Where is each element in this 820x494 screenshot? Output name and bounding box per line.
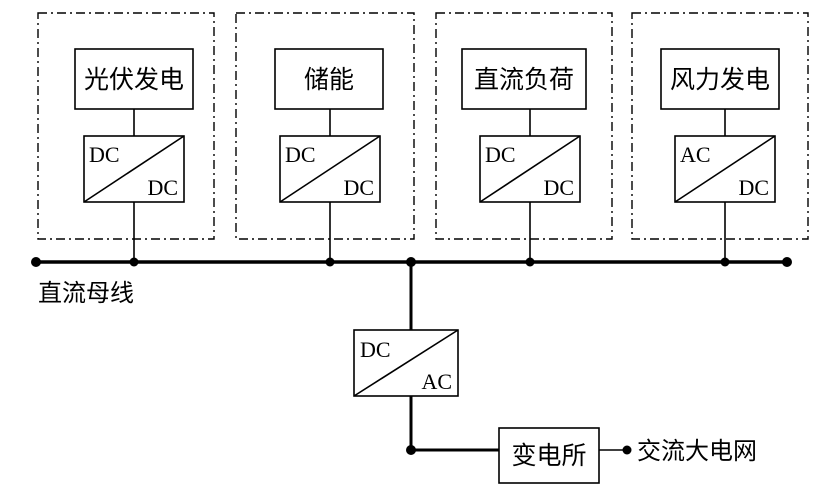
wind-source-label: 风力发电 xyxy=(670,65,770,94)
grid-label: 交流大电网 xyxy=(637,437,757,465)
wind-bus-junction xyxy=(720,257,730,267)
dc-load-converter-bottom-label: DC xyxy=(543,175,574,200)
storage-bus-junction xyxy=(325,257,335,267)
storage-source-box xyxy=(274,48,384,110)
dc-load-source-box xyxy=(461,48,587,110)
dc-load-unit-frame xyxy=(435,12,613,240)
dc-bus-left-end xyxy=(31,257,41,267)
dc-load-converter-diagonal xyxy=(479,135,581,203)
inverter-top-label: DC xyxy=(360,337,391,362)
grid-inverter: DC AC xyxy=(353,262,459,455)
pv-unit: 光伏发电 DC DC xyxy=(74,48,194,262)
pv-source-box xyxy=(74,48,194,110)
wind-converter-top-label: AC xyxy=(680,142,711,167)
dc-load-converter-top-label: DC xyxy=(485,142,516,167)
wind-converter-diagonal xyxy=(674,135,776,203)
grid-connection-dot xyxy=(622,445,632,455)
pv-bus-junction xyxy=(129,257,139,267)
storage-converter-diagonal xyxy=(279,135,381,203)
wind-converter-bottom-label: DC xyxy=(738,175,769,200)
pv-converter-bottom-label: DC xyxy=(147,175,178,200)
inverter-diagonal xyxy=(353,329,459,397)
pv-source-label: 光伏发电 xyxy=(84,65,184,94)
inverter-bottom-label: AC xyxy=(421,369,452,394)
dc-bus-label: 直流母线 xyxy=(38,279,134,307)
storage-converter-bottom-label: DC xyxy=(343,175,374,200)
substation-label: 变电所 xyxy=(511,441,586,470)
dc-load-source-label: 直流负荷 xyxy=(474,65,574,94)
storage-unit-frame xyxy=(235,12,415,240)
wind-unit: 风力发电 AC DC xyxy=(660,48,780,262)
dc-load-bus-junction xyxy=(525,257,535,267)
pv-unit-frame xyxy=(37,12,215,240)
storage-unit: 储能 DC DC xyxy=(274,48,384,262)
wind-source-box xyxy=(660,48,780,110)
dc-bus-right-end xyxy=(782,257,792,267)
wind-unit-frame xyxy=(631,12,809,240)
storage-source-label: 储能 xyxy=(304,65,354,94)
pv-converter-diagonal xyxy=(83,135,185,203)
dc-load-unit: 直流负荷 DC DC xyxy=(461,48,587,262)
storage-converter-top-label: DC xyxy=(285,142,316,167)
pv-converter-top-label: DC xyxy=(89,142,120,167)
substation-box xyxy=(498,427,600,484)
